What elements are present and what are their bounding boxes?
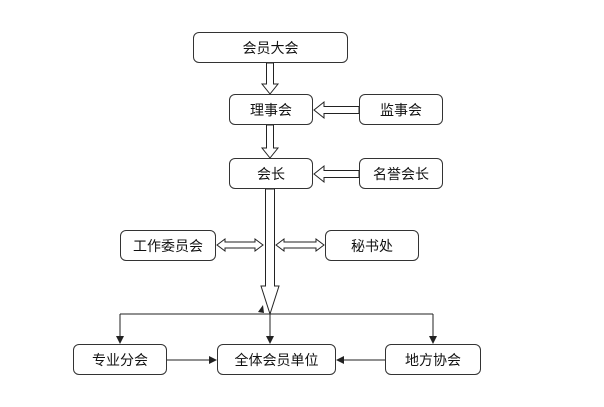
node-honorary-president: 名誉会长 <box>359 158 443 189</box>
node-local-associations: 地方协会 <box>385 344 481 375</box>
arrow-honorary-to-president <box>313 164 360 184</box>
arrow-council-to-president <box>260 124 280 159</box>
arrow-stem-secretariat <box>275 238 325 252</box>
node-supervisory-board: 监事会 <box>359 94 443 125</box>
arrow-committee-stem <box>216 238 264 252</box>
arrow-supervisor-to-council <box>313 100 360 120</box>
node-council: 理事会 <box>229 94 313 125</box>
small-marker <box>258 305 264 313</box>
node-secretariat: 秘书处 <box>325 230 419 261</box>
arrow-president-down <box>260 188 280 316</box>
node-member-assembly: 会员大会 <box>193 32 348 63</box>
node-all-member-units: 全体会员单位 <box>217 344 336 375</box>
node-professional-branches: 专业分会 <box>73 344 167 375</box>
node-work-committee: 工作委员会 <box>120 230 216 261</box>
arrow-assembly-to-council <box>260 62 280 95</box>
node-president: 会长 <box>229 158 313 189</box>
